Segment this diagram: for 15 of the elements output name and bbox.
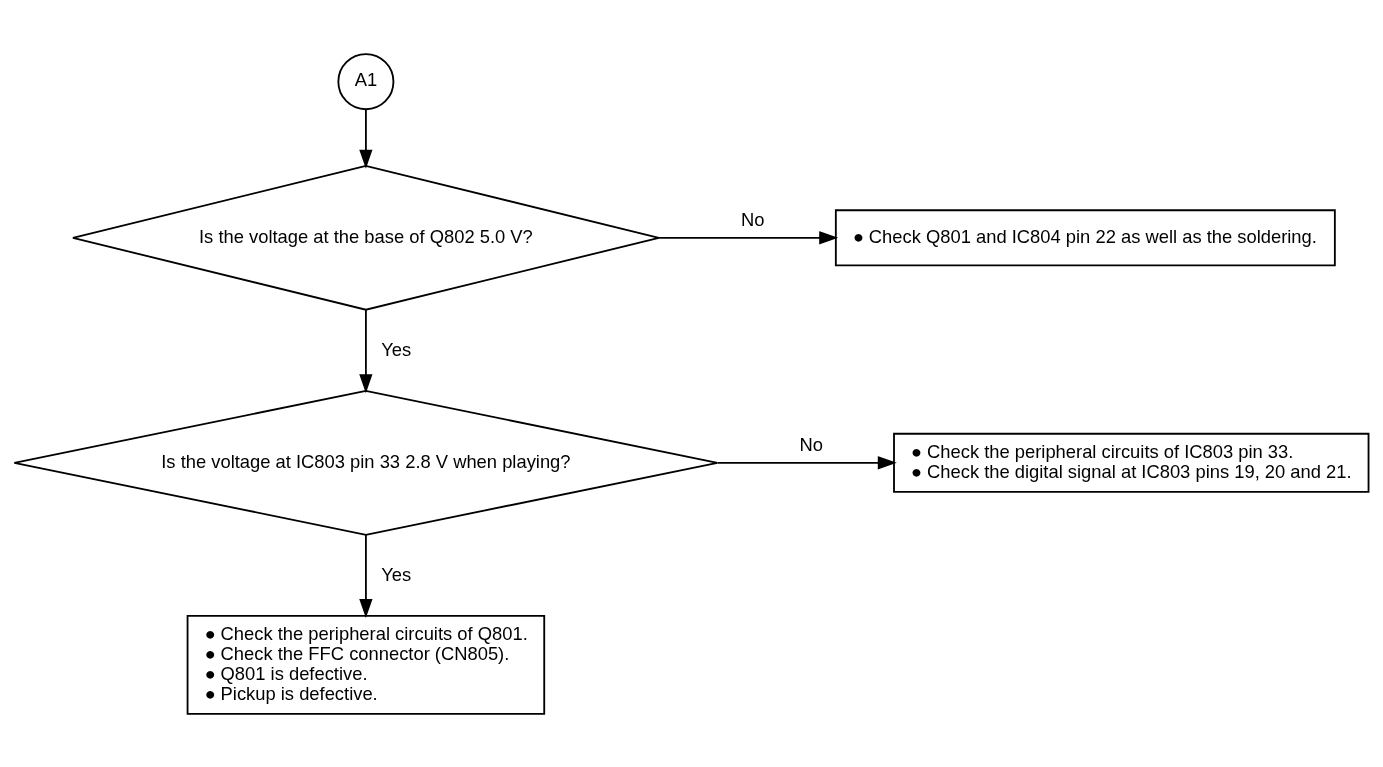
node-box: ● Check the peripheral circuits of IC803 pin 33. ● Check the digital signal at IC803 pins 19, 20 and 21. [893, 432, 1370, 493]
node-diamond: Is the voltage at the base of Q802 5.0 V? [72, 164, 660, 311]
arrow [716, 455, 897, 469]
edge-label: No [799, 433, 824, 455]
edge-label: Yes [381, 563, 412, 585]
node-diamond: Is the voltage at IC803 pin 33 2.8 V when playing? [13, 389, 719, 536]
arrow [359, 533, 373, 618]
node-box: ● Check the peripheral circuits of Q801. ● Check the FFC connector (CN805). ● Q801 is defective. ● Pickup is defective. [186, 614, 546, 715]
node-circle: A1 [337, 52, 395, 110]
edge-label: Yes [381, 338, 412, 360]
edge-label: No [741, 208, 765, 230]
node-box: ● Check Q801 and IC804 pin 22 as well as the soldering. [834, 208, 1336, 266]
arrow [658, 230, 839, 244]
arrow [359, 108, 373, 169]
arrow [359, 308, 373, 393]
